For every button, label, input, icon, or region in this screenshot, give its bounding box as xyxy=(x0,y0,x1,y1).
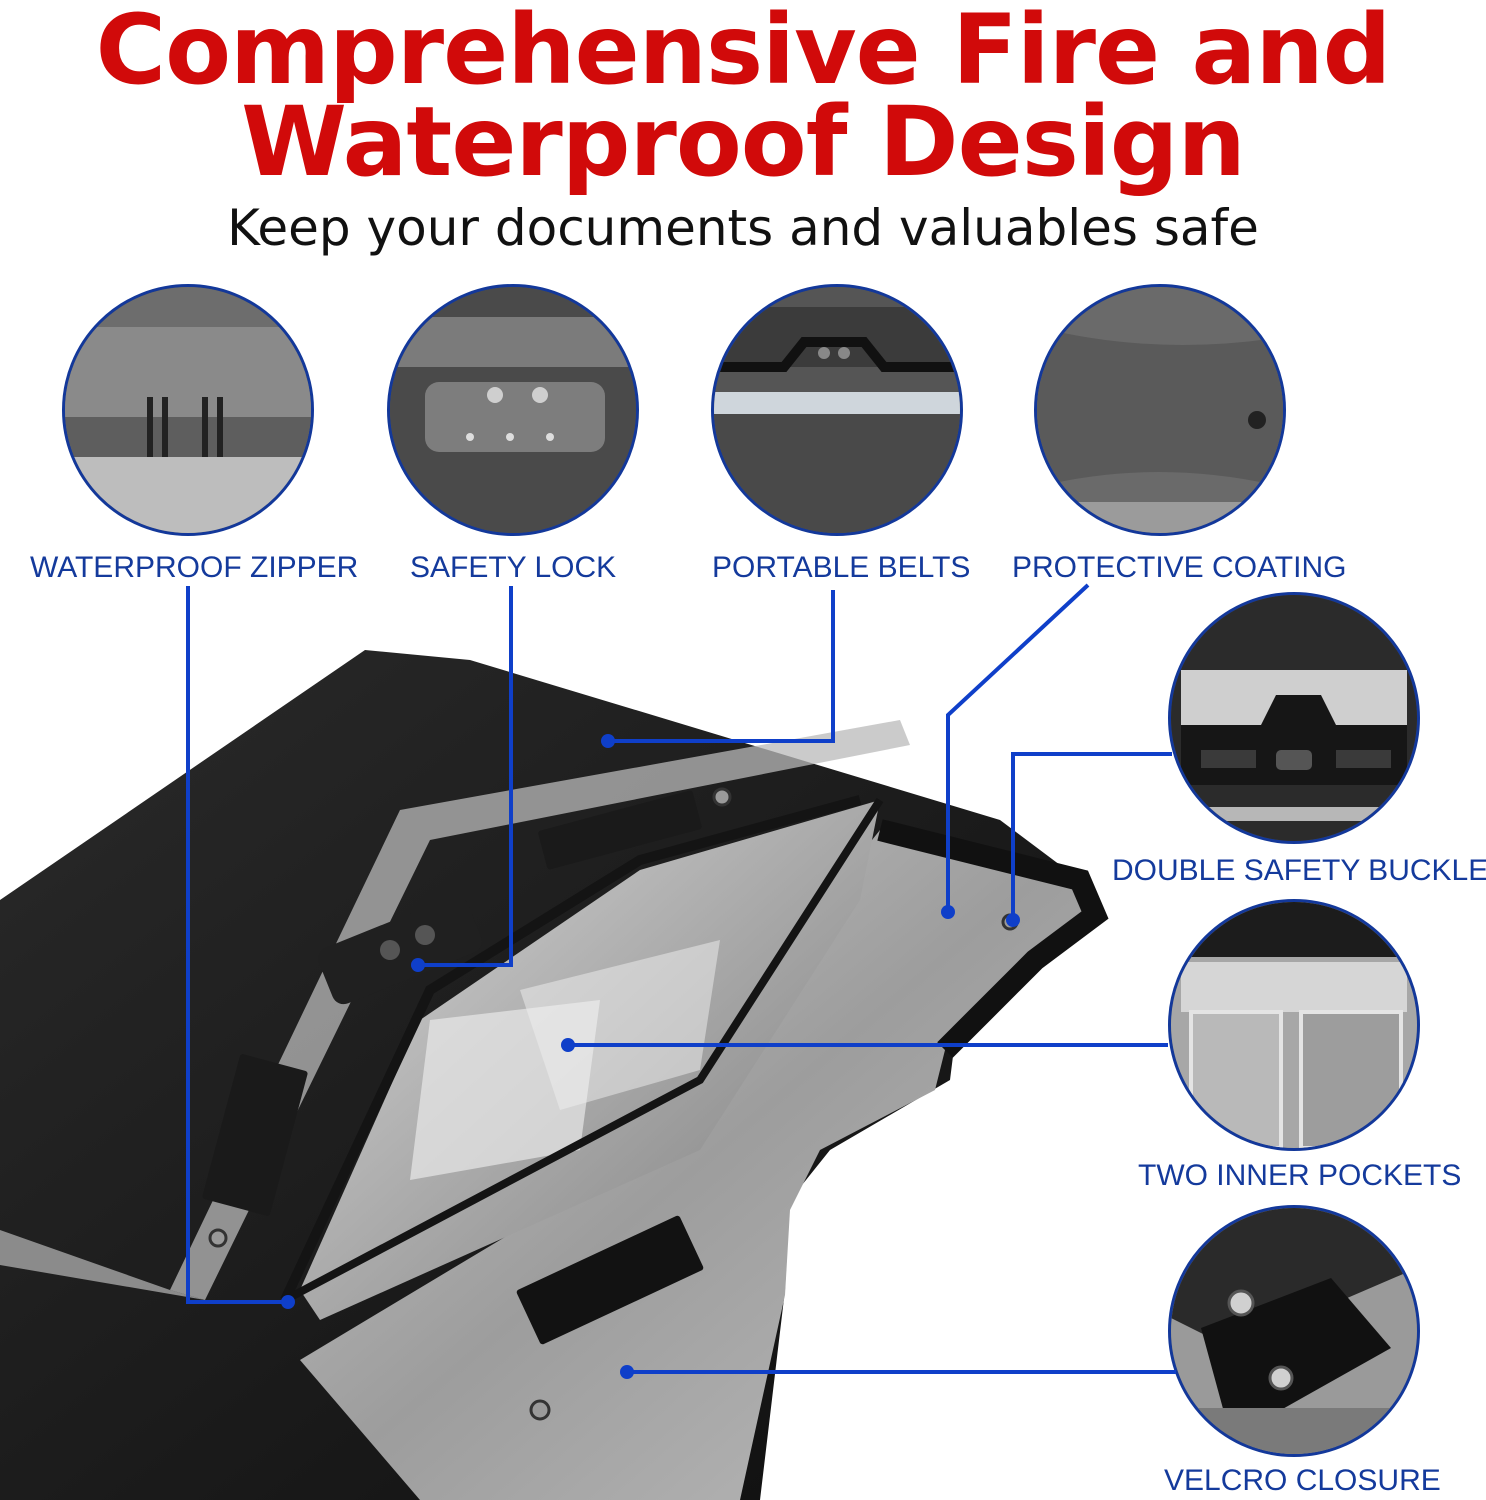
title-line-1: Comprehensive Fire and xyxy=(95,0,1392,106)
title-line-2: Waterproof Design xyxy=(241,86,1246,198)
label-double-safety-buckle: DOUBLE SAFETY BUCKLE xyxy=(1112,854,1486,887)
zipper-detail-circle xyxy=(62,284,314,536)
reflective-stripe xyxy=(170,720,910,1300)
velcro-strip-left xyxy=(202,1054,308,1216)
coating-detail-circle xyxy=(1034,284,1286,536)
leader-line-zipper xyxy=(186,586,288,1304)
label-waterproof-zipper: WATERPROOF ZIPPER xyxy=(30,551,359,584)
velcro-strip-top xyxy=(538,790,702,870)
belt-detail-circle xyxy=(711,284,963,536)
subtitle: Keep your documents and valuables safe xyxy=(227,199,1259,257)
lock-detail-circle xyxy=(387,284,639,536)
label-two-inner-pockets: TWO INNER POCKETS xyxy=(1138,1159,1462,1192)
buckle-detail-circle xyxy=(1168,592,1420,844)
label-velcro-closure: VELCRO CLOSURE xyxy=(1164,1464,1441,1497)
velcro-detail-circle xyxy=(1168,1205,1420,1457)
leader-line-coating xyxy=(946,583,1090,912)
velcro-strip-bottom xyxy=(516,1215,704,1345)
open-flap xyxy=(300,830,1095,1500)
label-safety-lock: SAFETY LOCK xyxy=(410,551,617,584)
leader-line-buckle xyxy=(1011,752,1172,920)
leader-line-belts xyxy=(608,590,835,743)
label-protective-coating: PROTECTIVE COATING xyxy=(1012,551,1347,584)
leader-line-lock xyxy=(418,586,513,967)
label-portable-belts: PORTABLE BELTS xyxy=(712,551,971,584)
